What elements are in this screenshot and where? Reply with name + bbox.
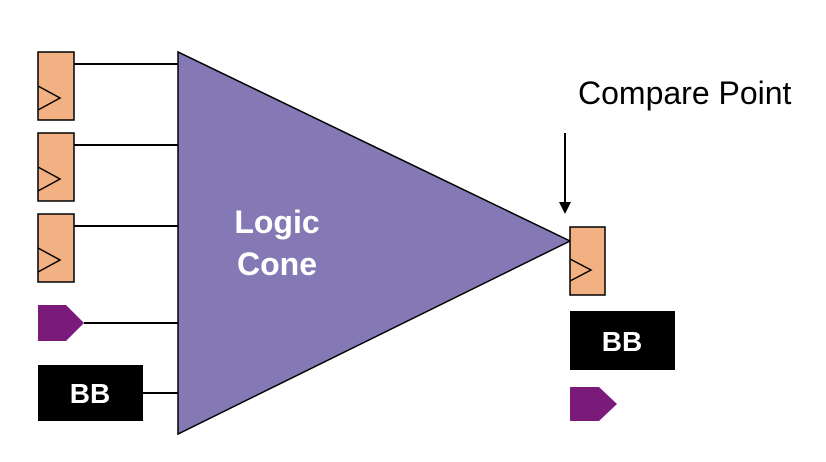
input-port-pentagon-icon xyxy=(38,305,84,341)
black-box-left-label: BB xyxy=(70,378,110,409)
input-flip-flop-1 xyxy=(37,51,75,121)
black-box-right-label: BB xyxy=(602,326,642,357)
logic-cone-label-line2: Cone xyxy=(237,246,317,282)
compare-point-flip-flop xyxy=(569,226,606,296)
black-box-right: BB xyxy=(570,311,675,370)
flip-flop-clock-icon xyxy=(37,247,62,273)
arrow-down-icon xyxy=(559,133,571,214)
black-box-left: BB xyxy=(38,365,143,421)
input-flip-flop-3 xyxy=(37,213,75,283)
flip-flop-clock-icon xyxy=(569,258,593,282)
flip-flop-clock-icon xyxy=(37,85,62,111)
logic-cone xyxy=(177,50,572,436)
output-port-pentagon-icon xyxy=(570,387,617,421)
input-flip-flop-2 xyxy=(37,132,75,202)
logic-cone-label-line1: Logic xyxy=(234,204,319,240)
flip-flop-clock-icon xyxy=(37,166,62,192)
compare-point-label: Compare Point xyxy=(578,75,792,111)
